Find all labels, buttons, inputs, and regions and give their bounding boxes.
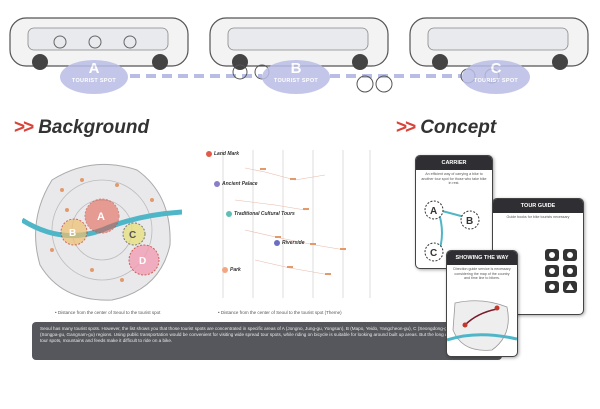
- tourist-spot-b: B TOURIST SPOT: [262, 60, 330, 94]
- category-dot-traditional: [226, 211, 232, 217]
- region-b-circle: [60, 218, 88, 246]
- tourist-spot-c: C TOURIST SPOT: [462, 60, 530, 94]
- spot-label: TOURIST SPOT: [473, 78, 519, 84]
- carrier-diagram: A B C: [424, 200, 480, 262]
- background-title: Background: [38, 117, 150, 138]
- concept-title: Concept: [420, 117, 497, 138]
- chevron-accent-icon: >>: [14, 117, 34, 138]
- category-palace: Ancient Palace: [222, 181, 258, 187]
- spot-letter: A: [88, 60, 100, 77]
- bus-illustration: [9, 17, 589, 93]
- chart-caption: • Distance from the center of Seoul to t…: [218, 310, 342, 315]
- category-riverside: Riverside: [282, 240, 305, 246]
- spot-label: TOURIST SPOT: [273, 78, 319, 84]
- background-description: Seoul has many tourist spots. However, t…: [32, 322, 502, 360]
- map-marker-b: B: [69, 228, 76, 239]
- category-dot-palace: [214, 181, 220, 187]
- map-marker-c: C: [129, 230, 136, 241]
- chevron-accent-icon: >>: [396, 117, 416, 138]
- region-a-circle: [84, 198, 120, 234]
- region-d-circle: [128, 244, 160, 276]
- category-park: Park: [230, 267, 241, 273]
- showing-the-way-card-title: SHOWING THE WAY: [447, 251, 517, 265]
- carrier-marker-b: B: [466, 216, 473, 227]
- spot-letter: B: [290, 60, 302, 77]
- tour-guide-card-title: TOUR GUIDE: [493, 199, 583, 213]
- theme-chart-graphic: [222, 150, 371, 298]
- spot-label: TOURIST SPOT: [71, 78, 117, 84]
- map-marker-d: D: [139, 256, 146, 267]
- bullet-icon: •: [55, 310, 58, 315]
- tour-guide-card-text: Guide books for bike tourists necessary: [506, 215, 570, 219]
- top-illustration: A TOURIST SPOT B TOURIST SPOT C TOURIST …: [0, 0, 600, 100]
- category-traditional: Traditional Cultural Tours: [234, 211, 295, 217]
- category-dot-riverside: [274, 240, 280, 246]
- concept-heading: >>Concept: [396, 117, 496, 139]
- seoul-map: A B C D: [20, 150, 183, 308]
- guide-icon-grid: [545, 249, 577, 293]
- carrier-marker-c: C: [430, 248, 437, 259]
- category-dot-park: [222, 267, 228, 273]
- showing-the-way-card-text: Direction guide service is necessary con…: [453, 267, 511, 281]
- region-c-circle: [122, 222, 146, 246]
- tour-guide-icons: [545, 249, 577, 293]
- map-caption: • Distance from the center of Seoul to t…: [55, 310, 160, 315]
- showing-the-way-card: SHOWING THE WAY Direction guide service …: [446, 250, 518, 357]
- carrier-card-title: CARRIER: [416, 156, 492, 170]
- carrier-card-text: An efficient way of carrying a bike to a…: [421, 172, 487, 186]
- category-landmark: Land Mark: [214, 151, 240, 157]
- seoul-map-graphic: A B C D: [20, 163, 183, 301]
- tourist-spot-a: A TOURIST SPOT: [60, 60, 128, 94]
- category-dot-landmark: [206, 151, 212, 157]
- route-map: [447, 300, 517, 351]
- bullet-icon: •: [218, 310, 221, 315]
- bus-1: [9, 17, 189, 70]
- carrier-marker-a: A: [430, 206, 437, 217]
- bus-3: [409, 17, 589, 84]
- spot-letter: C: [490, 60, 502, 77]
- background-heading: >>Background: [14, 117, 149, 139]
- map-caption-text: Distance from the center of Seoul to the…: [57, 310, 161, 315]
- map-marker-a: A: [97, 211, 105, 223]
- theme-chart: [205, 150, 375, 302]
- chart-caption-text: Distance from the center of Seoul to the…: [220, 310, 342, 315]
